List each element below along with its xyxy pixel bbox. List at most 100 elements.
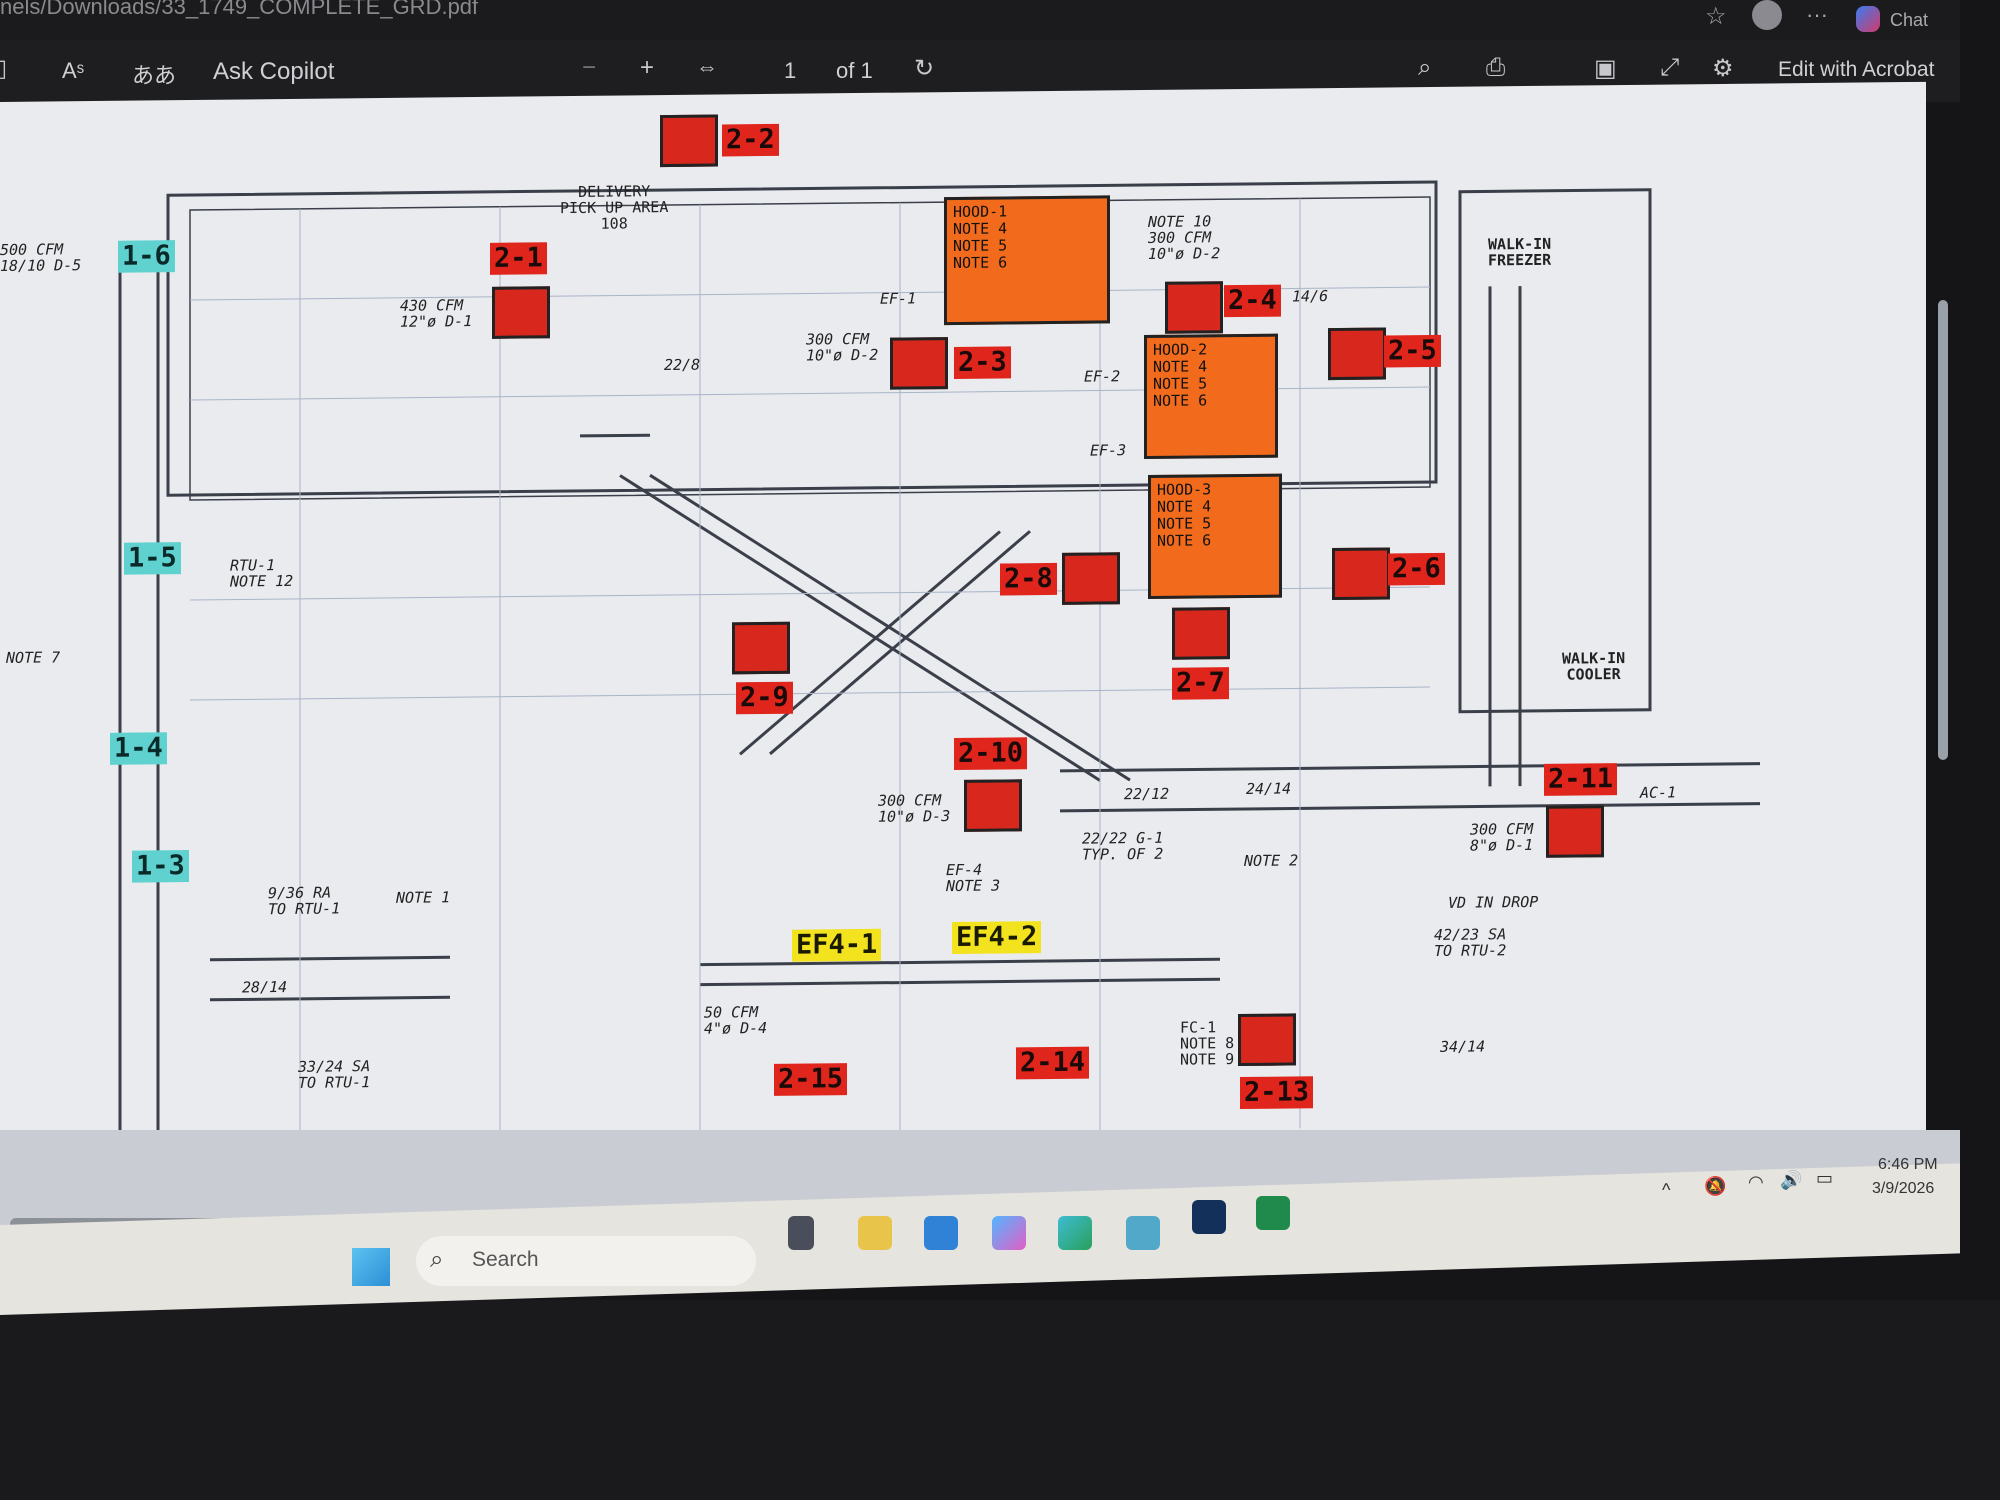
search-placeholder: Search <box>472 1248 539 1271</box>
diffuser-box <box>1332 547 1390 601</box>
zoom-out-icon[interactable]: − <box>582 54 597 81</box>
tag-2-7: 2-7 <box>1172 667 1229 700</box>
outlook-icon[interactable] <box>1126 1216 1160 1250</box>
note: 22/8 <box>664 355 701 375</box>
edit-with-acrobat-button[interactable]: Edit with Acrobat <box>1778 58 1935 81</box>
note: 42/23 SA TO RTU-2 <box>1434 925 1507 960</box>
tag-1-4: 1-4 <box>110 732 167 765</box>
tag-2-14: 2-14 <box>1016 1046 1090 1080</box>
fullscreen-icon[interactable]: ⤢ <box>1660 54 1680 81</box>
note: 22/12 <box>1124 784 1170 804</box>
delivery-label: DELIVERY PICK UP AREA 108 <box>560 182 669 233</box>
clock-date[interactable]: 3/9/2026 <box>1872 1180 1935 1197</box>
tag-2-13: 2-13 <box>1240 1076 1314 1110</box>
page-total: of 1 <box>836 58 873 83</box>
note: 50 CFM 4"ø D-4 <box>704 1003 768 1038</box>
note: 300 CFM 8"ø D-1 <box>1470 819 1534 855</box>
diffuser-box <box>1062 552 1120 605</box>
note: 14/6 <box>1292 287 1329 306</box>
note: NOTE 2 <box>1244 851 1299 870</box>
note: 500 CFM 18/10 D-5 <box>0 240 82 275</box>
diffuser-box <box>1165 281 1223 334</box>
note: EF-3 <box>1090 441 1127 460</box>
floor-plan-lines <box>118 180 1760 1141</box>
note: AC-1 <box>1640 783 1677 802</box>
wifi-icon[interactable]: ◠ <box>1748 1172 1764 1192</box>
fit-page-icon[interactable]: ⇔ <box>696 54 718 79</box>
show-hidden-icons[interactable]: ^ <box>1662 1180 1671 1200</box>
tag-2-4: 2-4 <box>1224 284 1281 318</box>
copilot-icon[interactable] <box>1856 6 1880 32</box>
ask-copilot-button[interactable]: Ask Copilot <box>213 58 335 85</box>
note: FC-1 NOTE 8 NOTE 9 <box>1180 1018 1235 1069</box>
note: 24/14 <box>1246 779 1292 798</box>
tag-2-5: 2-5 <box>1384 334 1441 368</box>
tag-2-8: 2-8 <box>1000 562 1057 596</box>
hood-2: HOOD-2 NOTE 4 NOTE 5 NOTE 6 <box>1144 333 1278 460</box>
store-icon[interactable] <box>924 1216 958 1250</box>
battery-icon[interactable]: ▭ <box>1816 1168 1834 1188</box>
sidebar-toggle-icon[interactable]: ▯ <box>0 55 8 82</box>
note: 300 CFM 10"ø D-3 <box>878 791 951 826</box>
taskbar-search-box[interactable]: ⌕ Search <box>416 1236 756 1286</box>
print-icon[interactable]: ⎙ <box>1486 54 1506 81</box>
note: RTU-1 NOTE 12 <box>230 556 294 591</box>
diffuser-box <box>492 286 550 339</box>
browser-tabbar <box>0 0 1960 40</box>
save-icon[interactable]: ▣ <box>1594 55 1617 82</box>
note: 9/36 RA TO RTU-1 <box>268 883 341 919</box>
search-icon[interactable]: ⌕ <box>1418 54 1432 81</box>
favorite-star-icon[interactable]: ☆ <box>1705 3 1727 30</box>
pdf-page: HOOD-1 NOTE 4 NOTE 5 NOTE 6 HOOD-2 NOTE … <box>0 81 1926 1153</box>
profile-avatar[interactable] <box>1752 0 1782 30</box>
page-number-input[interactable]: 1 <box>784 58 797 83</box>
notifications-off-icon[interactable]: 🔕 <box>1704 1176 1727 1196</box>
gear-icon[interactable]: ⚙ <box>1712 55 1734 82</box>
note: EF-2 <box>1084 367 1121 386</box>
tag-2-10: 2-10 <box>954 737 1028 771</box>
note: 33/24 SA TO RTU-1 <box>298 1057 371 1092</box>
windows-start-icon[interactable] <box>352 1248 390 1286</box>
tag-2-1: 2-1 <box>490 242 547 275</box>
file-explorer-icon[interactable] <box>858 1216 892 1250</box>
diffuser-box <box>964 779 1022 832</box>
note: 300 CFM 10"ø D-2 <box>806 329 879 365</box>
search-icon: ⌕ <box>430 1246 444 1273</box>
rotate-icon[interactable]: ↻ <box>914 55 935 82</box>
volume-icon[interactable]: 🔊 <box>1780 1170 1803 1190</box>
edge-icon[interactable] <box>1058 1216 1092 1250</box>
note: NOTE 10 300 CFM 10"ø D-2 <box>1148 212 1221 263</box>
diffuser-box <box>1328 327 1386 381</box>
read-aloud-button[interactable]: Aˢ <box>62 58 85 83</box>
tag-ef4-2: EF4-2 <box>952 921 1042 955</box>
note: 28/14 <box>242 977 288 997</box>
note: 34/14 <box>1440 1037 1486 1056</box>
tag-2-3: 2-3 <box>954 346 1011 380</box>
note: 22/22 G-1 TYP. OF 2 <box>1082 828 1164 864</box>
diffuser-box <box>1172 607 1230 660</box>
tag-1-3: 1-3 <box>132 850 189 883</box>
task-view-icon[interactable] <box>788 1216 814 1250</box>
walk-in-cooler-label: WALK-IN COOLER <box>1562 648 1626 684</box>
tag-2-6: 2-6 <box>1388 552 1445 586</box>
note: EF-4 NOTE 3 <box>946 860 1001 896</box>
tag-ef4-1: EF4-1 <box>792 928 882 962</box>
note: NOTE 7 <box>6 648 61 667</box>
vertical-scrollbar[interactable] <box>1938 300 1948 760</box>
zoom-in-icon[interactable]: + <box>640 54 655 81</box>
chat-button[interactable]: Chat <box>1890 10 1929 30</box>
note: NOTE 1 <box>396 888 451 907</box>
translate-button[interactable]: ああ <box>132 63 177 88</box>
clock-time[interactable]: 6:46 PM <box>1878 1156 1938 1173</box>
tag-2-2: 2-2 <box>722 123 779 157</box>
diffuser-box <box>1238 1013 1296 1067</box>
copilot-app-icon[interactable] <box>992 1216 1026 1250</box>
more-icon[interactable]: ··· <box>1806 2 1828 27</box>
address-bar[interactable]: nels/Downloads/33_1749_COMPLETE_GRD.pdf <box>0 0 479 19</box>
hood-1: HOOD-1 NOTE 4 NOTE 5 NOTE 6 <box>944 195 1110 326</box>
app-icon[interactable] <box>1192 1200 1226 1234</box>
tag-2-9: 2-9 <box>736 681 793 715</box>
excel-icon[interactable] <box>1256 1196 1290 1230</box>
diffuser-box <box>732 621 790 675</box>
laptop-bezel <box>0 1300 2000 1500</box>
